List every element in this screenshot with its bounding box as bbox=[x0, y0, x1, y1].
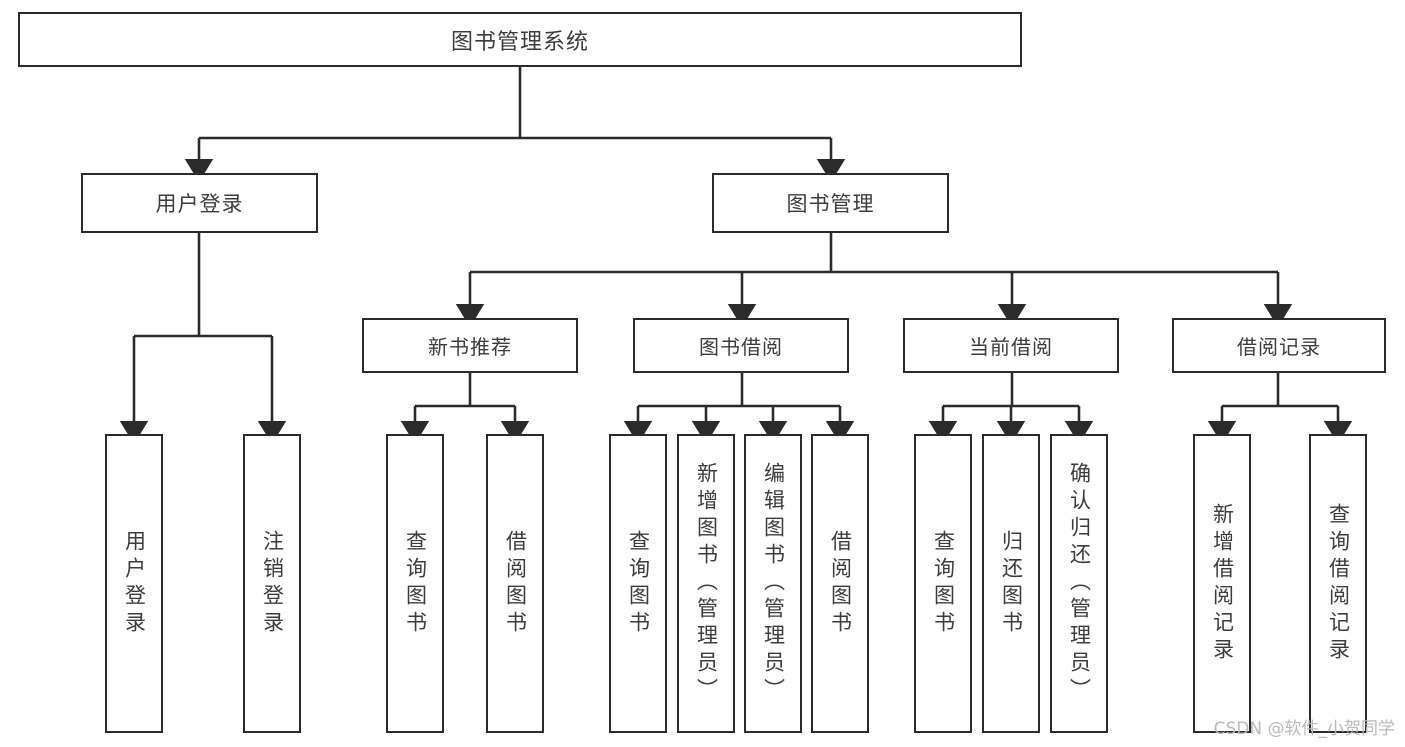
node-leaf-query-book-3-label: 查询图书 bbox=[931, 529, 956, 638]
node-leaf-query-record[interactable]: 查询借阅记录 bbox=[1309, 434, 1367, 733]
node-book-borrow[interactable]: 图书借阅 bbox=[633, 318, 849, 373]
node-user-login-label: 用户登录 bbox=[155, 192, 244, 216]
node-leaf-query-book-3[interactable]: 查询图书 bbox=[914, 434, 972, 733]
node-leaf-query-book-1-label: 查询图书 bbox=[403, 529, 428, 638]
node-new-book-recommend[interactable]: 新书推荐 bbox=[362, 318, 578, 373]
node-leaf-add-book-label: 新增图书（管理员） bbox=[694, 462, 719, 705]
node-leaf-user-login[interactable]: 用户登录 bbox=[105, 434, 163, 733]
node-new-book-recommend-label: 新书推荐 bbox=[428, 335, 512, 359]
node-leaf-edit-book-label: 编辑图书（管理员） bbox=[761, 462, 786, 705]
node-book-manage-label: 图书管理 bbox=[786, 192, 875, 216]
node-leaf-borrow-book-2-label: 借阅图书 bbox=[828, 529, 853, 638]
node-leaf-confirm-return-label: 确认归还（管理员） bbox=[1067, 462, 1092, 705]
node-leaf-borrow-book-2[interactable]: 借阅图书 bbox=[811, 434, 869, 733]
node-leaf-query-book-1[interactable]: 查询图书 bbox=[386, 434, 444, 733]
node-current-borrow-label: 当前借阅 bbox=[969, 335, 1053, 359]
node-book-manage[interactable]: 图书管理 bbox=[712, 173, 949, 233]
node-leaf-return-book[interactable]: 归还图书 bbox=[982, 434, 1040, 733]
node-leaf-confirm-return[interactable]: 确认归还（管理员） bbox=[1050, 434, 1108, 733]
node-leaf-logout-label: 注销登录 bbox=[260, 529, 285, 638]
node-root-system[interactable]: 图书管理系统 bbox=[18, 12, 1022, 67]
node-leaf-query-record-label: 查询借阅记录 bbox=[1326, 502, 1351, 665]
node-leaf-query-book-2-label: 查询图书 bbox=[626, 529, 651, 638]
node-borrow-record[interactable]: 借阅记录 bbox=[1172, 318, 1386, 373]
node-leaf-add-book[interactable]: 新增图书（管理员） bbox=[677, 434, 735, 733]
node-borrow-record-label: 借阅记录 bbox=[1237, 335, 1321, 359]
node-user-login[interactable]: 用户登录 bbox=[81, 173, 318, 233]
node-book-borrow-label: 图书借阅 bbox=[699, 335, 783, 359]
node-leaf-borrow-book-1-label: 借阅图书 bbox=[503, 529, 528, 638]
node-leaf-user-login-label: 用户登录 bbox=[122, 529, 147, 638]
node-leaf-return-book-label: 归还图书 bbox=[999, 529, 1024, 638]
node-current-borrow[interactable]: 当前借阅 bbox=[903, 318, 1119, 373]
node-leaf-edit-book[interactable]: 编辑图书（管理员） bbox=[744, 434, 802, 733]
node-root-label: 图书管理系统 bbox=[450, 29, 589, 55]
node-leaf-add-record-label: 新增借阅记录 bbox=[1210, 502, 1235, 665]
node-leaf-borrow-book-1[interactable]: 借阅图书 bbox=[486, 434, 544, 733]
node-leaf-logout[interactable]: 注销登录 bbox=[243, 434, 301, 733]
node-leaf-query-book-2[interactable]: 查询图书 bbox=[609, 434, 667, 733]
node-leaf-add-record[interactable]: 新增借阅记录 bbox=[1193, 434, 1251, 733]
